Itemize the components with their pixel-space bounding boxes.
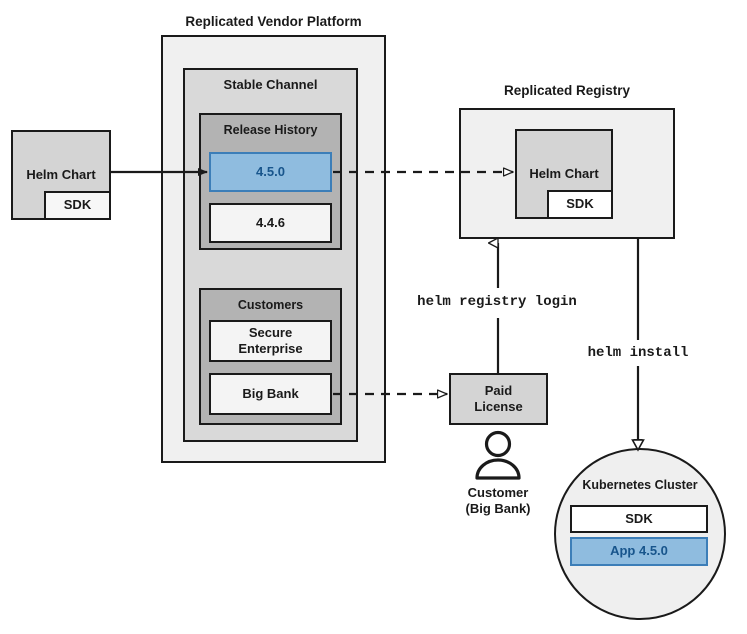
command-helm-registry-login: helm registry login bbox=[417, 294, 577, 310]
stable-channel-title: Stable Channel bbox=[223, 77, 318, 92]
person-icon-body bbox=[475, 458, 521, 480]
customer-item-secure-enterprise-label: Secure Enterprise bbox=[238, 325, 303, 356]
release-item-4-4-6[interactable]: 4.4.6 bbox=[209, 203, 332, 243]
command-helm-install: helm install bbox=[587, 345, 689, 361]
cluster-component-app: App 4.5.0 bbox=[570, 537, 708, 566]
paid-license-label: Paid License bbox=[474, 383, 523, 414]
customer-item-big-bank-label: Big Bank bbox=[242, 385, 299, 401]
source-helm-chart-sdk-box: SDK bbox=[44, 191, 111, 220]
cluster-component-sdk: SDK bbox=[570, 505, 708, 533]
registry-helm-chart-sdk-box: SDK bbox=[547, 190, 613, 219]
customer-item-big-bank[interactable]: Big Bank bbox=[209, 373, 332, 415]
customer-item-secure-enterprise[interactable]: Secure Enterprise bbox=[209, 320, 332, 362]
cluster-component-app-label: App 4.5.0 bbox=[610, 543, 668, 559]
registry-title: Replicated Registry bbox=[503, 83, 631, 98]
customers-title: Customers bbox=[237, 298, 304, 312]
release-item-4-4-6-label: 4.4.6 bbox=[256, 214, 285, 230]
kubernetes-cluster-title: Kubernetes Cluster bbox=[582, 478, 698, 492]
kubernetes-cluster-circle bbox=[554, 448, 726, 620]
cluster-component-sdk-label: SDK bbox=[625, 510, 653, 526]
source-helm-chart-label: Helm Chart bbox=[26, 166, 96, 182]
registry-helm-chart-label: Helm Chart bbox=[529, 165, 599, 181]
source-helm-chart-sdk-label: SDK bbox=[63, 197, 92, 213]
paid-license-box: Paid License bbox=[449, 373, 548, 425]
release-item-4-5-0-label: 4.5.0 bbox=[256, 163, 285, 179]
release-history-title: Release History bbox=[223, 123, 318, 137]
vendor-platform-title: Replicated Vendor Platform bbox=[185, 14, 362, 29]
release-item-4-5-0[interactable]: 4.5.0 bbox=[209, 152, 332, 192]
customer-actor-label: Customer (Big Bank) bbox=[465, 485, 531, 516]
registry-helm-chart-sdk-label: SDK bbox=[566, 196, 594, 212]
person-icon-head bbox=[484, 430, 512, 458]
